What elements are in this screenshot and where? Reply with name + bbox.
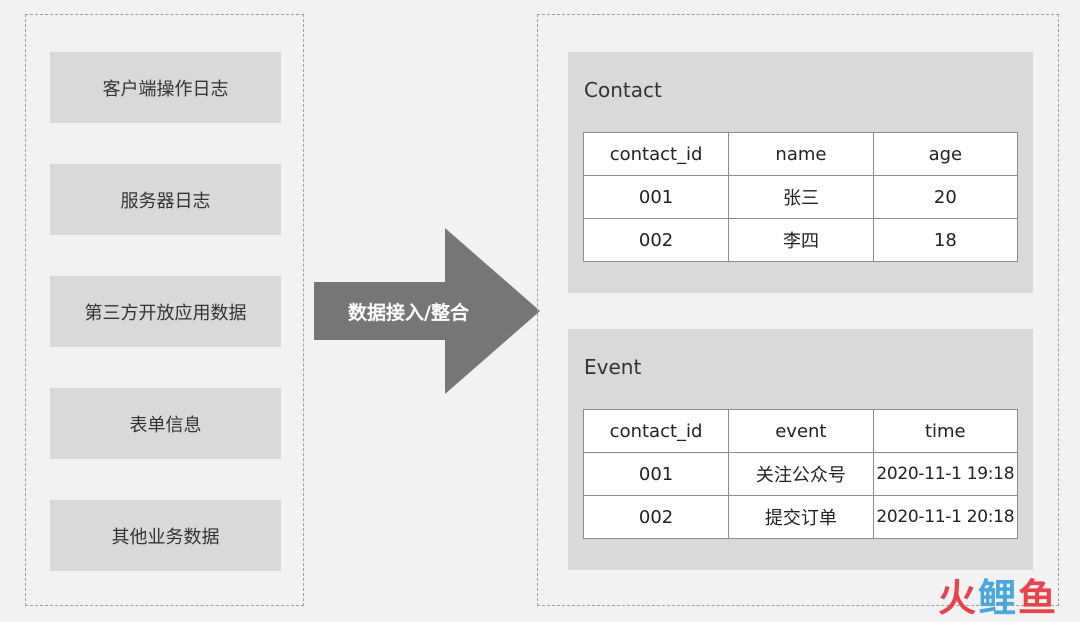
table-cell: 关注公众号: [728, 452, 874, 496]
table-header-row: contact_id event time: [582, 409, 1019, 453]
logo-char: 火: [937, 575, 978, 620]
column-header: name: [728, 132, 874, 176]
table-cell: 002: [582, 218, 730, 262]
arrow-label: 数据接入/整合: [348, 301, 469, 324]
source-box: 其他业务数据: [50, 500, 281, 571]
source-box: 客户端操作日志: [50, 52, 281, 123]
arrow-shape: [314, 228, 540, 394]
column-header: time: [872, 409, 1019, 453]
table-cell: 张三: [728, 175, 874, 219]
table-header-row: contact_id name age: [582, 132, 1019, 176]
source-box: 第三方开放应用数据: [50, 276, 281, 347]
table-cell: 001: [582, 452, 730, 496]
contact-table: contact_id name age 001 张三 20 002 李四 18: [582, 132, 1019, 262]
table-cell: 李四: [728, 218, 874, 262]
logo-char: 鲤: [977, 575, 1018, 620]
table-cell: 2020-11-1 19:18: [872, 452, 1019, 496]
column-header: contact_id: [582, 409, 730, 453]
integration-arrow: [314, 228, 540, 394]
data-sources-panel: 客户端操作日志 服务器日志 第三方开放应用数据 表单信息 其他业务数据: [25, 14, 304, 606]
table-row: 002 提交订单 2020-11-1 20:18: [582, 495, 1019, 539]
table-cell: 002: [582, 495, 730, 539]
brand-logo: 火鲤鱼: [908, 574, 1058, 620]
table-row: 002 李四 18: [582, 218, 1019, 262]
data-model-panel: Contact contact_id name age 001 张三 20 00…: [537, 14, 1059, 606]
event-entity: Event contact_id event time 001 关注公众号 20…: [568, 329, 1033, 570]
source-box: 表单信息: [50, 388, 281, 459]
column-header: contact_id: [582, 132, 730, 176]
table-row: 001 张三 20: [582, 175, 1019, 219]
event-table: contact_id event time 001 关注公众号 2020-11-…: [582, 409, 1019, 539]
table-cell: 20: [872, 175, 1019, 219]
entity-title: Event: [584, 355, 642, 379]
table-cell: 2020-11-1 20:18: [872, 495, 1019, 539]
table-row: 001 关注公众号 2020-11-1 19:18: [582, 452, 1019, 496]
table-cell: 提交订单: [728, 495, 874, 539]
table-cell: 18: [872, 218, 1019, 262]
contact-entity: Contact contact_id name age 001 张三 20 00…: [568, 52, 1033, 293]
logo-char: 鱼: [1017, 575, 1058, 620]
source-box: 服务器日志: [50, 164, 281, 235]
table-cell: 001: [582, 175, 730, 219]
column-header: age: [872, 132, 1019, 176]
entity-title: Contact: [584, 78, 662, 102]
column-header: event: [728, 409, 874, 453]
